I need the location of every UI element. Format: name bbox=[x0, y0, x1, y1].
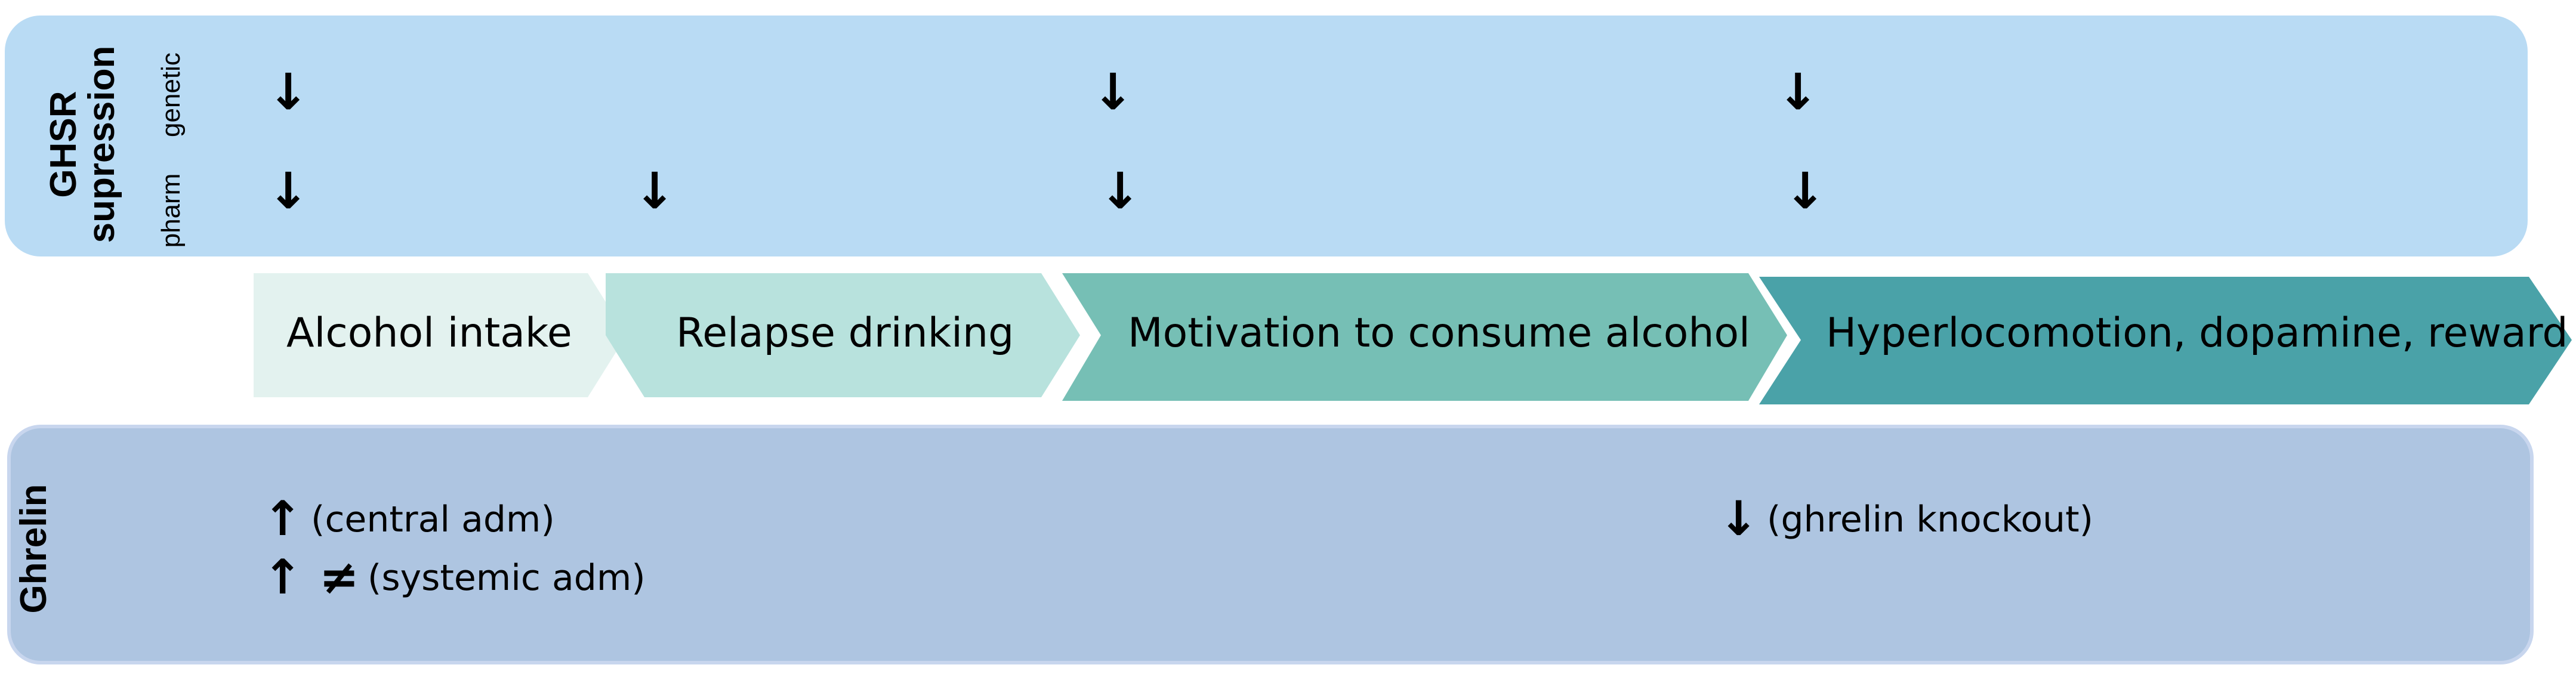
down-arrow-icon: ↓ bbox=[1099, 162, 1142, 220]
down-arrow-icon: ↓ bbox=[1777, 63, 1819, 121]
ghrelin-systemic-adm-text: (systemic adm) bbox=[367, 557, 646, 599]
down-arrow-icon: ↓ bbox=[1092, 63, 1134, 121]
ghrelin-systemic-adm: ↑ ≠(systemic adm) bbox=[263, 554, 646, 601]
stage-arrow-hyperlocomotion bbox=[1759, 277, 2572, 404]
ghrelin-central-adm: ↑(central adm) bbox=[263, 495, 555, 543]
ghrelin-knockout: ↓(ghrelin knockout) bbox=[1719, 495, 2093, 543]
stage-label-motivation: Motivation to consume alcohol bbox=[1128, 310, 1750, 357]
stage-label-hyperlocomotion: Hyperlocomotion, dopamine, reward bbox=[1826, 310, 2568, 357]
up-arrow-icon: ↑ bbox=[263, 491, 303, 546]
stage-label-relapse-drinking: Relapse drinking bbox=[676, 310, 1014, 357]
up-arrow-not-equal-icon: ↑ ≠ bbox=[263, 549, 359, 605]
ghsr-suppression-panel bbox=[5, 16, 2528, 256]
ghrelin-panel bbox=[7, 425, 2534, 664]
stage-arrow-motivation bbox=[1062, 273, 1787, 401]
down-arrow-icon: ↓ bbox=[267, 162, 310, 220]
stage-label-alcohol-intake: Alcohol intake bbox=[286, 310, 572, 357]
down-arrow-icon: ↓ bbox=[267, 63, 310, 121]
down-arrow-icon: ↓ bbox=[634, 162, 676, 220]
down-arrow-icon: ↓ bbox=[1719, 491, 1759, 546]
ghrelin-title: Ghrelin bbox=[13, 484, 54, 614]
down-arrow-icon: ↓ bbox=[1784, 162, 1827, 220]
stage-arrow-alcohol-intake bbox=[254, 273, 627, 397]
ghrelin-central-adm-text: (central adm) bbox=[311, 499, 555, 540]
ghrelin-knockout-text: (ghrelin knockout) bbox=[1767, 499, 2094, 540]
stage-arrow-relapse-drinking bbox=[606, 273, 1080, 397]
